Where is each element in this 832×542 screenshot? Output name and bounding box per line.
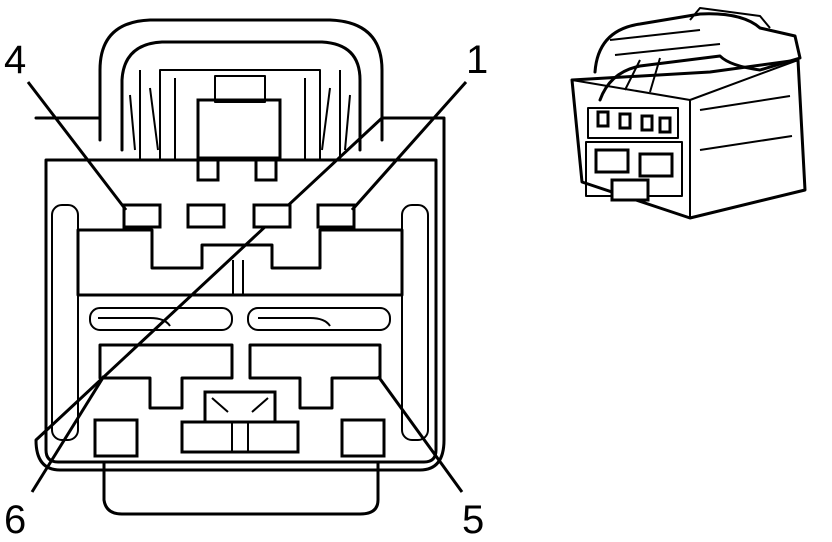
cavity-pin-3 (186, 203, 226, 229)
connector-face-view (26, 18, 468, 516)
leader-pin-5 (376, 375, 464, 493)
leader-pin-4 (26, 81, 128, 211)
leader-pin-1 (350, 81, 468, 211)
pin-label-5: 5 (462, 498, 485, 542)
slot-right (247, 307, 391, 331)
connector-isometric-view (570, 7, 807, 220)
slot-left (89, 307, 233, 331)
pin-label-4: 4 (4, 38, 27, 82)
latch-arch-outer (98, 18, 384, 142)
pin-label-1: 1 (466, 38, 489, 82)
leader-pin-6 (30, 375, 106, 493)
lower-cavity-right (248, 343, 382, 410)
cavity-pin-5 (340, 418, 386, 458)
latch-tab (196, 98, 282, 160)
center-lock (203, 390, 277, 424)
latch-arch-inner (120, 40, 362, 152)
upper-cavity-block (76, 228, 404, 297)
lower-cavity-left (98, 343, 234, 410)
housing-bottom-lip (102, 460, 380, 516)
cavity-pin-2 (252, 203, 292, 229)
iso-latch (593, 12, 802, 102)
housing-outline (34, 116, 446, 472)
cavity-pin-6 (93, 418, 139, 458)
pin-label-6: 6 (4, 498, 27, 542)
cavity-pin-1 (316, 203, 356, 229)
cavity-pin-4 (122, 203, 162, 229)
